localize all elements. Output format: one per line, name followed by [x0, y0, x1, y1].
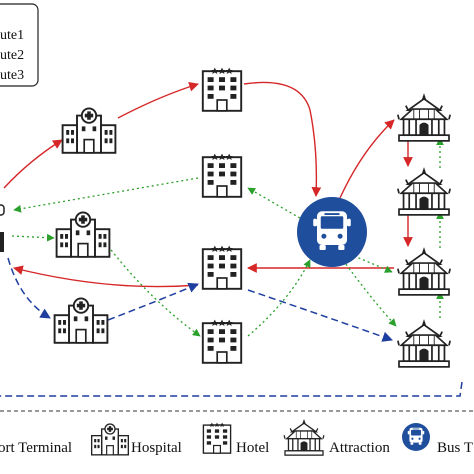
edge-attraction4-bus-terminal	[0, 381, 463, 397]
hotel-icon	[202, 421, 232, 454]
route-legend-item-2: ute2	[0, 48, 24, 63]
legend-hotel-label: Hotel	[236, 440, 269, 456]
edge-bus-hotel2	[247, 187, 301, 219]
edge-hospital1-hotel1	[117, 81, 199, 119]
edge-hotel3-airport	[13, 265, 199, 288]
hospital-icon	[61, 107, 117, 154]
legend-bus-label: Bus T	[437, 440, 473, 456]
hotel-icon	[201, 318, 243, 364]
edge-airport-hospital1	[3, 139, 63, 189]
route3-edges	[0, 255, 463, 397]
temple-icon	[283, 418, 325, 456]
hospital-icon	[53, 297, 109, 344]
edge-airport-hospital3	[7, 257, 51, 319]
temple-icon	[396, 166, 452, 216]
edge-hotel2-airport	[13, 177, 199, 213]
edge-airport-hospital2	[11, 233, 55, 242]
bus-terminal-node	[297, 197, 367, 267]
legend-hospital-label: Hospital	[131, 440, 182, 456]
legend-airport-label: ort Terminal	[0, 440, 72, 456]
edge-hospital2-hotel4	[107, 245, 201, 337]
edge-bus-attraction1	[339, 119, 395, 199]
hotel-icon	[201, 244, 243, 290]
hospital-icon	[55, 211, 111, 258]
hotel-icon	[201, 66, 243, 112]
route-legend-item-1: ute1	[0, 28, 24, 43]
edge-hotel3-attraction4	[247, 289, 393, 342]
temple-icon	[396, 246, 452, 296]
edge-hotel4-bus	[247, 259, 311, 337]
temple-icon	[396, 318, 452, 368]
temple-icon	[396, 92, 452, 142]
edge-bus-attraction4	[339, 255, 397, 327]
legend-attraction-label: Attraction	[329, 440, 390, 456]
route-legend: ute1 ute2 ute3	[0, 3, 39, 87]
route2-edges	[11, 137, 444, 337]
bottom-legend: ort Terminal Hospital Hotel Attraction B…	[0, 410, 474, 456]
hospital-icon	[90, 423, 130, 456]
route-legend-item-3: ute3	[0, 68, 24, 83]
hotel-icon	[201, 152, 243, 198]
edge-hospital3-hotel3	[107, 282, 199, 321]
route1-edges	[3, 81, 413, 288]
airport-terminal-icon	[0, 204, 5, 252]
edge-hotel1-bus	[243, 81, 322, 197]
